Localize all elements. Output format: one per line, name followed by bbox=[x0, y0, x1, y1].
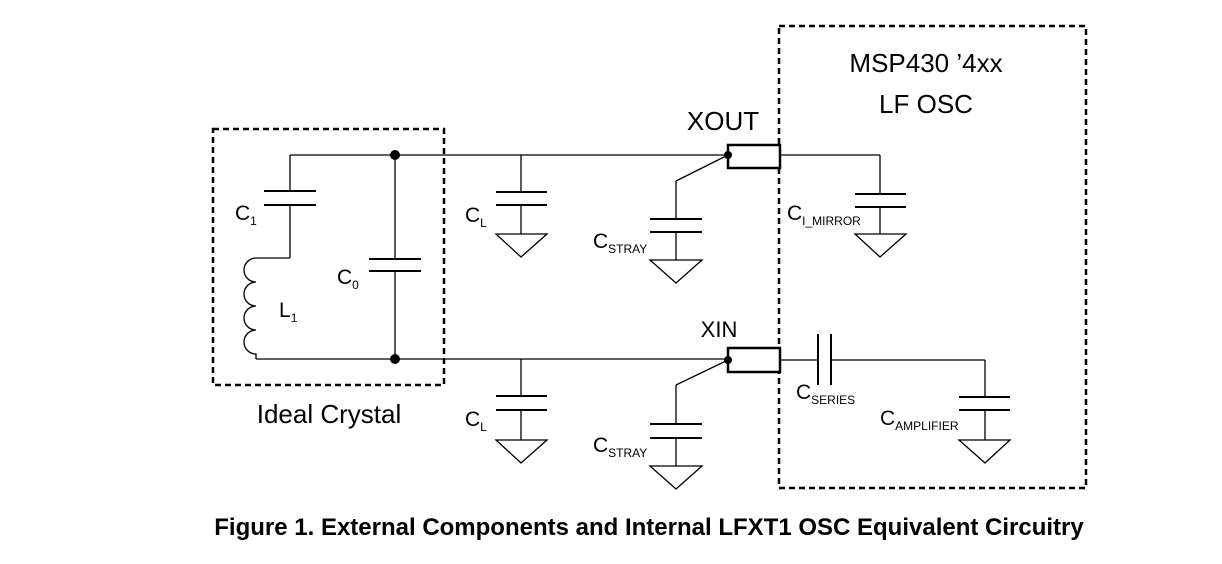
c1-label: C1 bbox=[235, 202, 257, 228]
c0-capacitor bbox=[369, 155, 421, 359]
xout-pin bbox=[726, 143, 782, 170]
cseries-capacitor bbox=[780, 334, 985, 385]
figure-caption: Figure 1. External Components and Intern… bbox=[214, 514, 1084, 541]
l1-inductor bbox=[243, 257, 257, 359]
cl-top-label: CL bbox=[465, 204, 487, 230]
osc-label-line2: LF OSC bbox=[879, 89, 973, 119]
camplifier-capacitor bbox=[957, 360, 1012, 464]
ideal-crystal-label: Ideal Crystal bbox=[257, 399, 402, 429]
xin-label: XIN bbox=[701, 317, 738, 342]
osc-label-line1: MSP430 ’4xx bbox=[849, 48, 1002, 78]
xin-pin bbox=[726, 346, 782, 374]
ci-mirror-capacitor bbox=[780, 154, 908, 258]
camplifier-label: CAMPLIFIER bbox=[880, 407, 959, 433]
cl-bottom-capacitor bbox=[494, 359, 549, 464]
lf-osc-box bbox=[777, 24, 1088, 490]
cseries-label: CSERIES bbox=[796, 381, 855, 407]
xin-pin-dot bbox=[724, 356, 732, 364]
junction-dot-bottom bbox=[390, 354, 400, 364]
cstray-bottom-capacitor bbox=[648, 359, 729, 490]
ideal-crystal-box bbox=[211, 127, 446, 387]
c0-label: C0 bbox=[337, 266, 359, 292]
xout-pin-dot bbox=[724, 151, 732, 159]
xout-label: XOUT bbox=[687, 106, 759, 136]
cstray-top-label: CSTRAY bbox=[593, 230, 647, 256]
l1-label: L1 bbox=[279, 299, 298, 325]
ci-mirror-label: CI_MIRROR bbox=[787, 202, 861, 228]
cl-bottom-label: CL bbox=[465, 408, 487, 434]
c1-capacitor bbox=[256, 155, 316, 259]
junction-dot-top bbox=[390, 150, 400, 160]
cstray-top-capacitor bbox=[648, 154, 729, 284]
cstray-bottom-label: CSTRAY bbox=[593, 434, 647, 460]
cl-top-capacitor bbox=[494, 155, 549, 258]
